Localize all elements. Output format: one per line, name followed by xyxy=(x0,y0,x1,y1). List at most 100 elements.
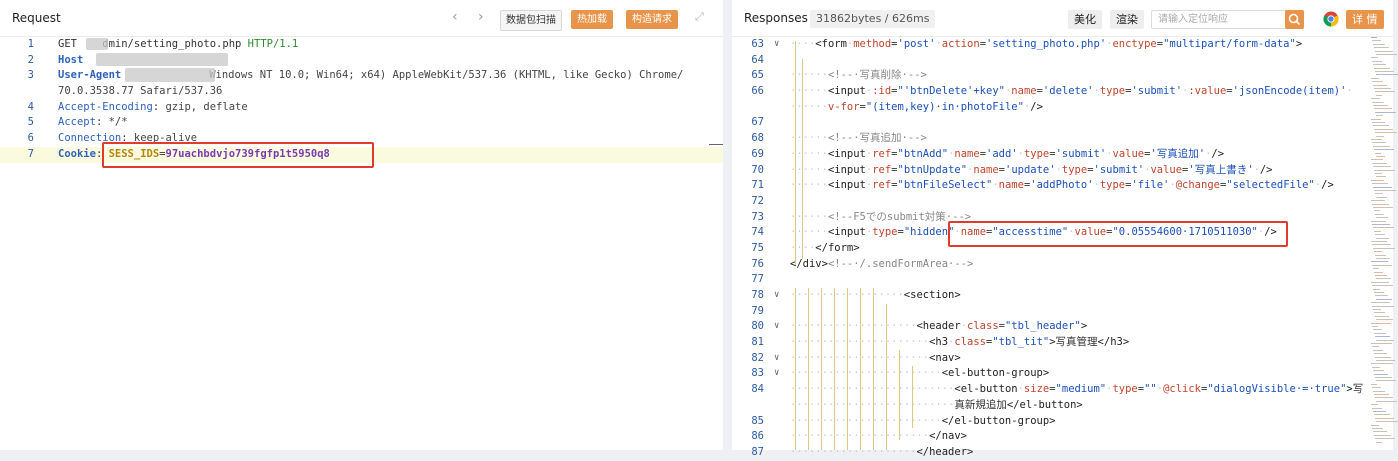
line-number: 76 xyxy=(751,257,764,270)
code-text: ······<!--·写真削除·--> xyxy=(790,69,927,82)
minimap-line xyxy=(1374,128,1393,130)
line-number: 75 xyxy=(751,241,764,254)
minimap-line xyxy=(1372,101,1384,103)
minimap-line xyxy=(1375,152,1381,154)
response-line: ······v-for="(item,key)·in·photoFile"·/> xyxy=(732,100,1393,116)
response-line: 73 ······<!--F5でのsubmit対策·--> xyxy=(732,210,1393,226)
indent-guide xyxy=(860,288,861,450)
response-line: 64 xyxy=(732,53,1393,69)
line-number: 66 xyxy=(751,85,764,98)
minimap-line xyxy=(1375,377,1392,378)
line-number: 82 xyxy=(751,351,764,364)
request-title: Request xyxy=(12,11,61,25)
fold-toggle-icon[interactable]: ∨ xyxy=(774,290,780,300)
minimap-line xyxy=(1373,411,1386,412)
response-line: 78∨··················<section> xyxy=(732,288,1393,304)
indent-guide xyxy=(795,41,796,265)
minimap-line xyxy=(1374,210,1380,212)
construct-request-button[interactable]: 构造请求 xyxy=(626,10,678,29)
minimap-line xyxy=(1376,115,1383,117)
code-text: ··························<el-button·siz… xyxy=(790,383,1364,396)
minimap-line xyxy=(1375,315,1389,317)
response-line: 68······<!--·写真追加·--> xyxy=(732,131,1393,147)
chevron-left-icon[interactable]: ‹ xyxy=(452,9,458,25)
minimap-line xyxy=(1375,91,1395,93)
chevron-right-icon[interactable]: › xyxy=(478,9,484,25)
details-button[interactable]: 详 情 xyxy=(1346,10,1384,29)
minimap-line xyxy=(1373,166,1391,168)
minimap-line xyxy=(1372,60,1382,62)
minimap-line xyxy=(1376,380,1396,382)
request-line: 70.0.3538.77 Safari/537.36 xyxy=(58,85,223,98)
redaction-blur xyxy=(125,68,215,82)
response-line: 84··························<el-button·s… xyxy=(732,382,1393,398)
minimap-line xyxy=(1371,37,1377,38)
minimap-line xyxy=(1376,176,1386,178)
indent-guide xyxy=(834,288,835,450)
indent-guide xyxy=(847,288,848,450)
minimap-line xyxy=(1372,244,1391,246)
expand-icon[interactable]: ⤢ xyxy=(695,10,704,23)
indent-guide xyxy=(899,350,900,440)
minimap-line xyxy=(1374,190,1396,191)
accesstime-highlight-box xyxy=(948,221,1288,247)
fold-toggle-icon[interactable]: ∨ xyxy=(774,321,780,332)
minimap-line xyxy=(1373,227,1394,229)
minimap-line xyxy=(1374,169,1395,171)
hot-load-button[interactable]: 热加载 xyxy=(571,10,613,29)
minimap-line xyxy=(1374,414,1390,416)
minimap-line xyxy=(1373,370,1384,372)
code-minimap[interactable] xyxy=(1369,37,1398,450)
minimap-line xyxy=(1371,200,1385,202)
code-text: ······v-for="(item,key)·in·photoFile"·/> xyxy=(790,100,1043,113)
line-number: 73 xyxy=(751,210,764,223)
code-text: ······················<nav> xyxy=(790,351,961,364)
minimap-line xyxy=(1371,118,1381,120)
response-editor[interactable]: 63∨····<form·method='post'·action='setti… xyxy=(732,37,1393,458)
response-panel: Responses 31862bytes / 626ms 美化 渲染 详 情 6… xyxy=(732,0,1398,458)
response-line: 72 xyxy=(732,194,1393,210)
minimap-line xyxy=(1375,417,1394,419)
render-button[interactable]: 渲染 xyxy=(1110,10,1144,29)
line-number: 78 xyxy=(751,289,764,301)
fold-toggle-icon[interactable]: ∨ xyxy=(774,39,780,49)
minimap-line xyxy=(1371,281,1389,283)
minimap-line xyxy=(1373,105,1388,106)
code-text: ······<!--F5でのsubmit対策·--> xyxy=(790,210,972,223)
line-number: 71 xyxy=(751,179,764,192)
search-button[interactable] xyxy=(1285,10,1304,29)
minimap-line xyxy=(1376,400,1397,402)
scan-packet-button[interactable]: 数据包扫描 xyxy=(500,10,562,31)
minimap-line xyxy=(1371,424,1379,426)
request-editor[interactable]: 1 GET dmin/setting_photo.php HTTP/1.1 2 … xyxy=(0,37,723,450)
beautify-button[interactable]: 美化 xyxy=(1068,10,1102,29)
response-line: 65······<!--·写真削除·--> xyxy=(732,68,1393,84)
code-text: ······················</nav> xyxy=(790,430,968,443)
code-text: ····</form> xyxy=(790,241,860,254)
code-text: </div><!--·/.sendFormArea·--> xyxy=(790,257,974,270)
response-line: 77 xyxy=(732,272,1393,288)
minimap-line xyxy=(1376,360,1395,361)
minimap-line xyxy=(1375,356,1391,358)
minimap-line xyxy=(1376,156,1385,157)
minimap-line xyxy=(1374,332,1386,334)
minimap-line xyxy=(1373,125,1389,127)
request-line: 6 Connection: keep-alive xyxy=(27,132,198,145)
minimap-line xyxy=(1371,241,1387,242)
chrome-icon[interactable] xyxy=(1323,11,1339,27)
minimap-line xyxy=(1373,64,1386,66)
response-line: 76 </div><!--·/.sendFormArea·--> xyxy=(732,257,1393,273)
minimap-line xyxy=(1372,162,1387,164)
fold-toggle-icon[interactable]: ∨ xyxy=(774,368,780,379)
line-number: 70 xyxy=(751,163,764,176)
locate-response-input[interactable] xyxy=(1151,10,1293,29)
request-line: 1 GET dmin/setting_photo.php HTTP/1.1 xyxy=(27,38,299,50)
minimap-line xyxy=(1375,438,1395,440)
response-line: 82 ∨ ······················<nav> xyxy=(732,351,1393,367)
minimap-line xyxy=(1374,88,1391,89)
fold-toggle-icon[interactable]: ∨ xyxy=(774,352,780,363)
minimap-line xyxy=(1375,50,1393,52)
response-toolbar: Responses 31862bytes / 626ms 美化 渲染 详 情 xyxy=(732,0,1393,37)
minimap-line xyxy=(1375,111,1396,113)
